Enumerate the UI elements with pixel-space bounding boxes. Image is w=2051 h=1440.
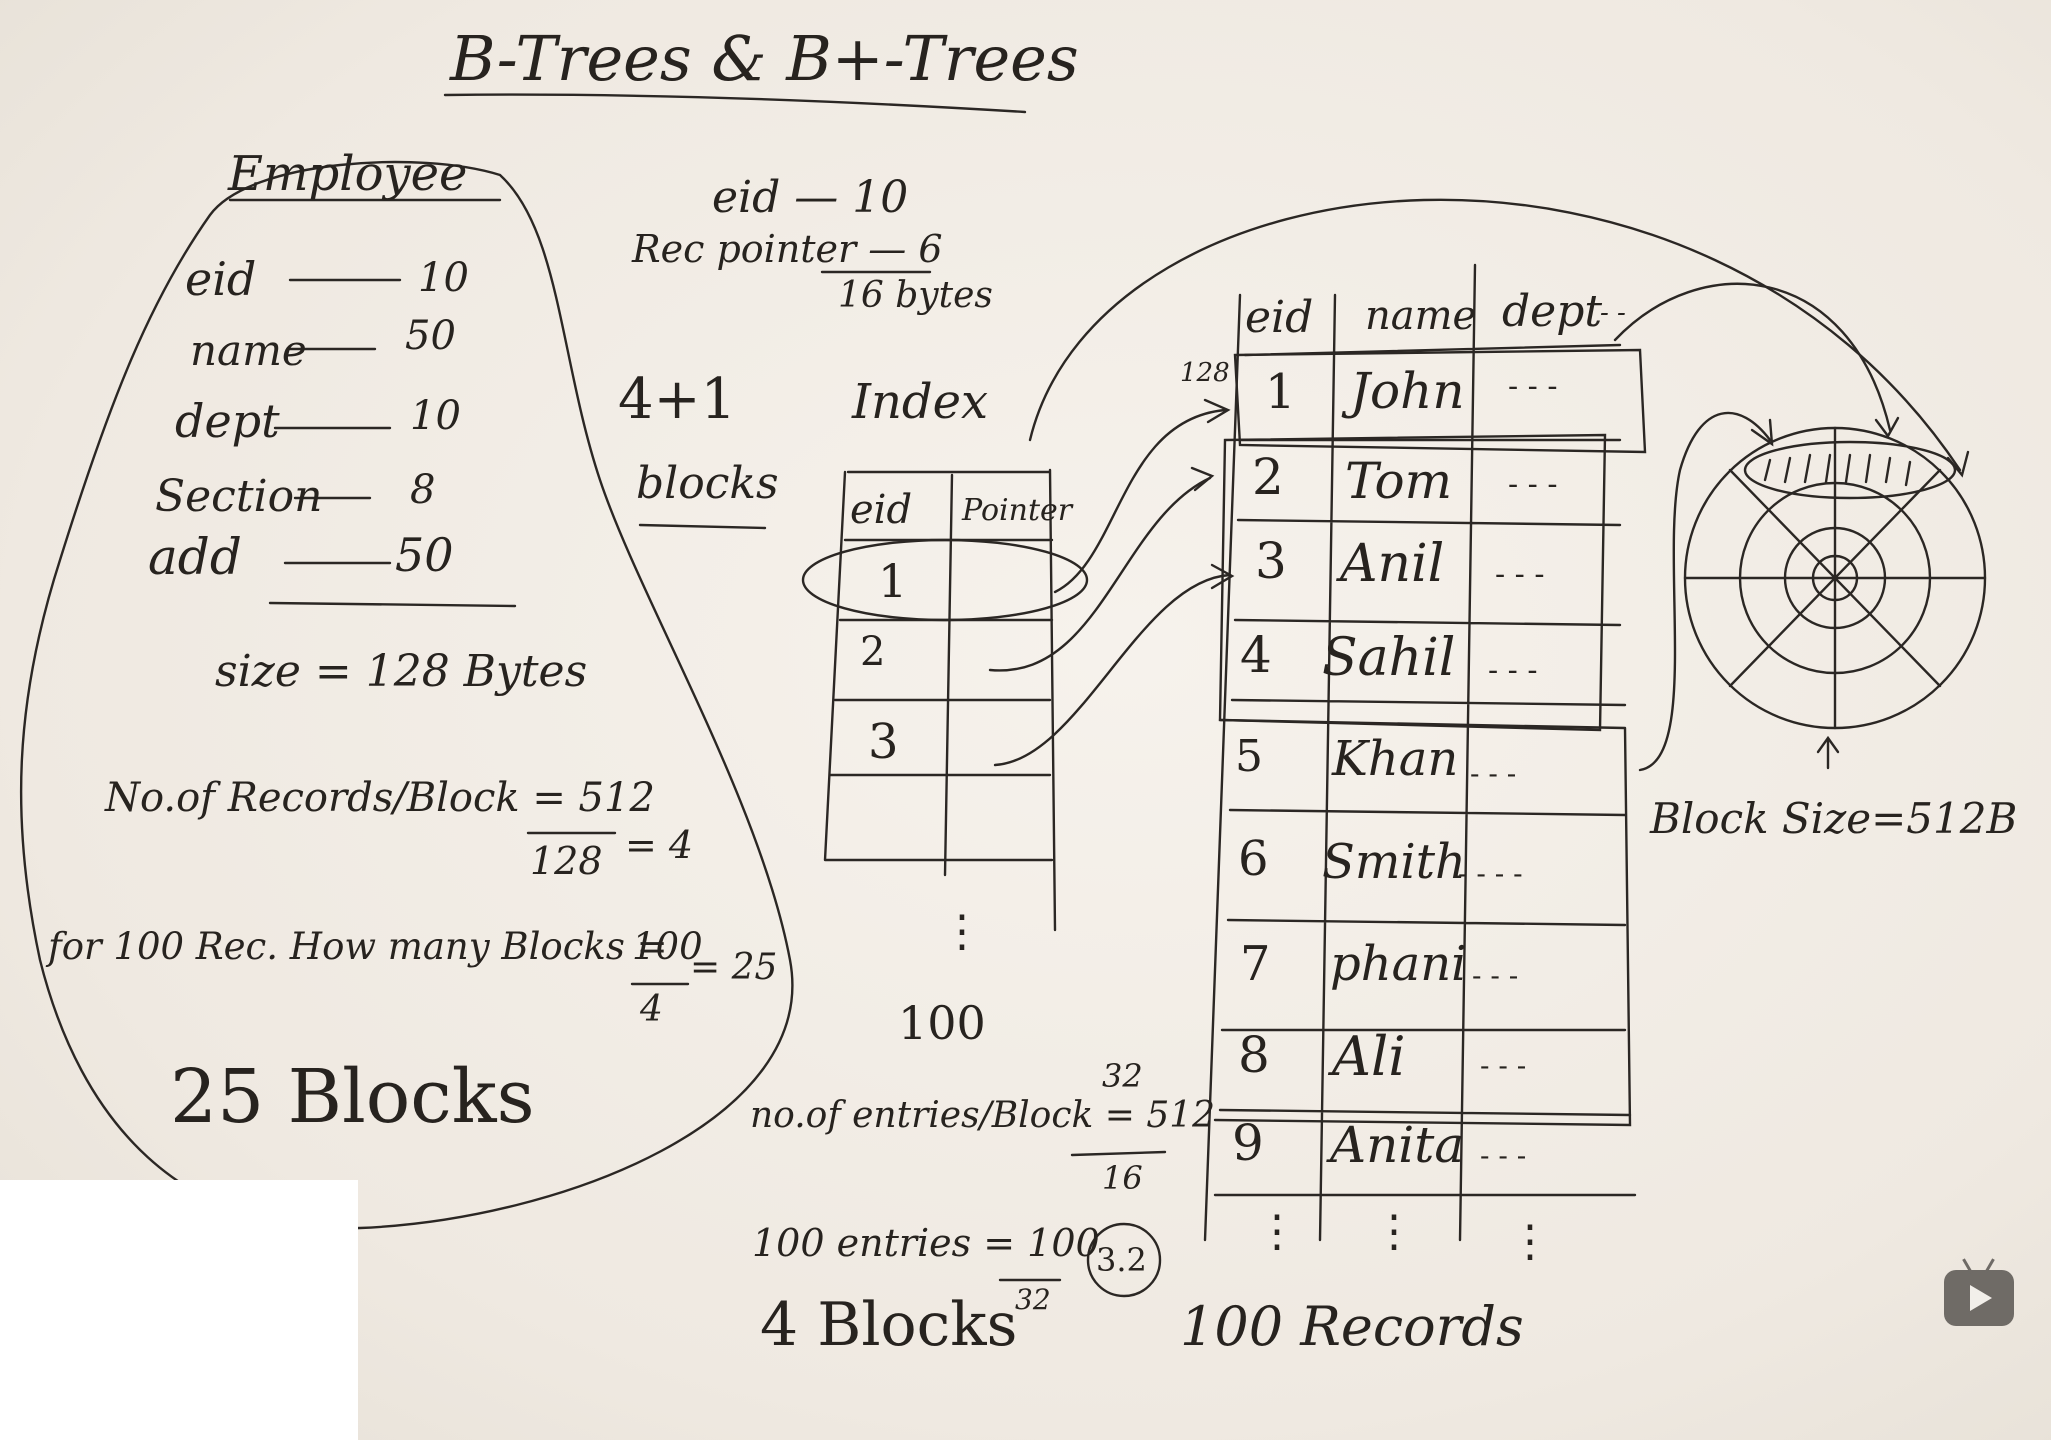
record-eid: 8	[1238, 1026, 1270, 1084]
index-total-blocks: 4 Blocks	[760, 1290, 1018, 1360]
field-name: dept	[175, 394, 280, 448]
index-blocks-count: 4+1	[618, 367, 737, 432]
record-header-name: name	[1365, 293, 1477, 339]
record-eid: 5	[1235, 731, 1263, 782]
record-name: Anita	[1330, 1116, 1465, 1174]
records-per-block: No.of Records/Block = 512	[105, 775, 655, 821]
record-dots-name: ⋮	[1372, 1206, 1416, 1257]
records-denominator: 128	[530, 839, 603, 883]
record-eid: 9	[1232, 1114, 1264, 1172]
blank-overlay	[0, 1180, 358, 1440]
block-2-outline	[1218, 433, 1607, 732]
record-eid: 3	[1255, 532, 1287, 590]
index-title: Index	[852, 374, 989, 430]
records-footer: 100 Records	[1180, 1295, 1524, 1358]
record-name: Smith	[1322, 834, 1466, 890]
record-eid: 4	[1240, 626, 1272, 684]
record-dept: - - -	[1472, 959, 1519, 992]
record-dept: - - -	[1508, 467, 1558, 502]
record-header-dots: - -	[1600, 298, 1626, 328]
disk-highlight	[1743, 440, 1957, 500]
index-count: 100	[898, 996, 986, 1050]
record-size: size = 128 Bytes	[215, 646, 588, 697]
record-name: Tom	[1345, 452, 1452, 510]
record-name: Khan	[1332, 731, 1459, 787]
blocks-fraction-num: 100	[632, 925, 703, 968]
entries-per-block: no.of entries/Block = 512	[750, 1095, 1216, 1136]
block-1-outline	[1233, 348, 1647, 454]
field-name: eid	[185, 252, 257, 306]
field-size: 50	[405, 313, 456, 359]
field-size: 10	[410, 393, 461, 439]
record-offset: 128	[1180, 358, 1230, 388]
index-header-eid: eid	[850, 487, 913, 533]
index-row-eid: 3	[868, 714, 899, 770]
block-size-label: Block Size=512B	[1650, 794, 2018, 843]
index-entry-total: 16 bytes	[838, 275, 993, 316]
record-dept: - - -	[1495, 557, 1545, 592]
field-name: add	[148, 528, 242, 586]
index-pointer-size: Rec pointer — 6	[632, 227, 943, 271]
field-size: 8	[410, 467, 436, 513]
field-name: name	[190, 326, 307, 375]
index-eid-size: eid — 10	[712, 172, 909, 223]
record-dept: - - -	[1470, 757, 1517, 790]
entries-100-den: 32	[1015, 1283, 1051, 1316]
index-row-1-highlight	[801, 538, 1089, 622]
record-table-lines	[1203, 263, 1637, 1242]
arrow-1	[1053, 408, 1227, 594]
record-header-dept: dept	[1502, 286, 1603, 337]
record-dept: - - - -	[1458, 857, 1523, 890]
entries-100-result: 3.2	[1096, 1241, 1147, 1279]
arrow-3	[993, 573, 1232, 767]
record-name: Anil	[1340, 534, 1445, 594]
index-dots: ⋮	[940, 906, 984, 957]
field-name: Section	[155, 471, 323, 522]
index-header-pointer: Pointer	[962, 493, 1073, 528]
record-dept: - - -	[1508, 369, 1558, 404]
record-to-disk-arrow	[1613, 282, 1892, 432]
index-to-disk-arc	[1028, 198, 1962, 472]
blocks-for-100: for 100 Rec. How many Blocks =	[48, 925, 668, 968]
record-dots-dept: ⋮	[1508, 1216, 1552, 1267]
field-size: 50	[395, 528, 454, 582]
index-row-eid: 2	[860, 629, 886, 675]
title-underline	[443, 93, 1027, 114]
entries-denominator: 16	[1102, 1159, 1143, 1197]
blocks-result: = 25	[690, 947, 778, 988]
total-blocks: 25 Blocks	[170, 1054, 535, 1140]
field-size: 10	[418, 255, 469, 301]
record-name: Sahil	[1322, 628, 1456, 688]
record-dots-eid: ⋮	[1255, 1206, 1299, 1257]
index-row-eid: 1	[878, 554, 908, 608]
entries-result: 32	[1102, 1057, 1143, 1095]
fields-underline	[268, 601, 517, 608]
record-dept: - - -	[1488, 653, 1538, 688]
block-3-outline	[1213, 718, 1632, 1127]
employee-heading: Employee	[228, 146, 468, 202]
record-dept: - - -	[1480, 1049, 1527, 1082]
records-result: = 4	[625, 823, 694, 867]
record-dept: - - -	[1480, 1139, 1527, 1172]
play-icon[interactable]	[1944, 1258, 2014, 1326]
index-blocks-label: blocks	[636, 458, 779, 509]
circled-result	[1086, 1222, 1162, 1298]
blocks-fraction-den: 4	[640, 989, 663, 1030]
record-eid: 7	[1240, 936, 1271, 992]
record-name: phani	[1330, 936, 1467, 992]
record-name: Ali	[1332, 1025, 1406, 1088]
record-eid: 6	[1238, 831, 1269, 887]
entries-100: 100 entries = 100	[752, 1221, 1100, 1265]
page-title: B-Trees & B+-Trees	[450, 22, 1079, 95]
record-eid: 2	[1252, 448, 1284, 506]
record-name: John	[1350, 362, 1465, 420]
record-header-eid: eid	[1245, 292, 1314, 343]
record-eid: 1	[1265, 364, 1296, 420]
arrow-2	[988, 476, 1212, 672]
